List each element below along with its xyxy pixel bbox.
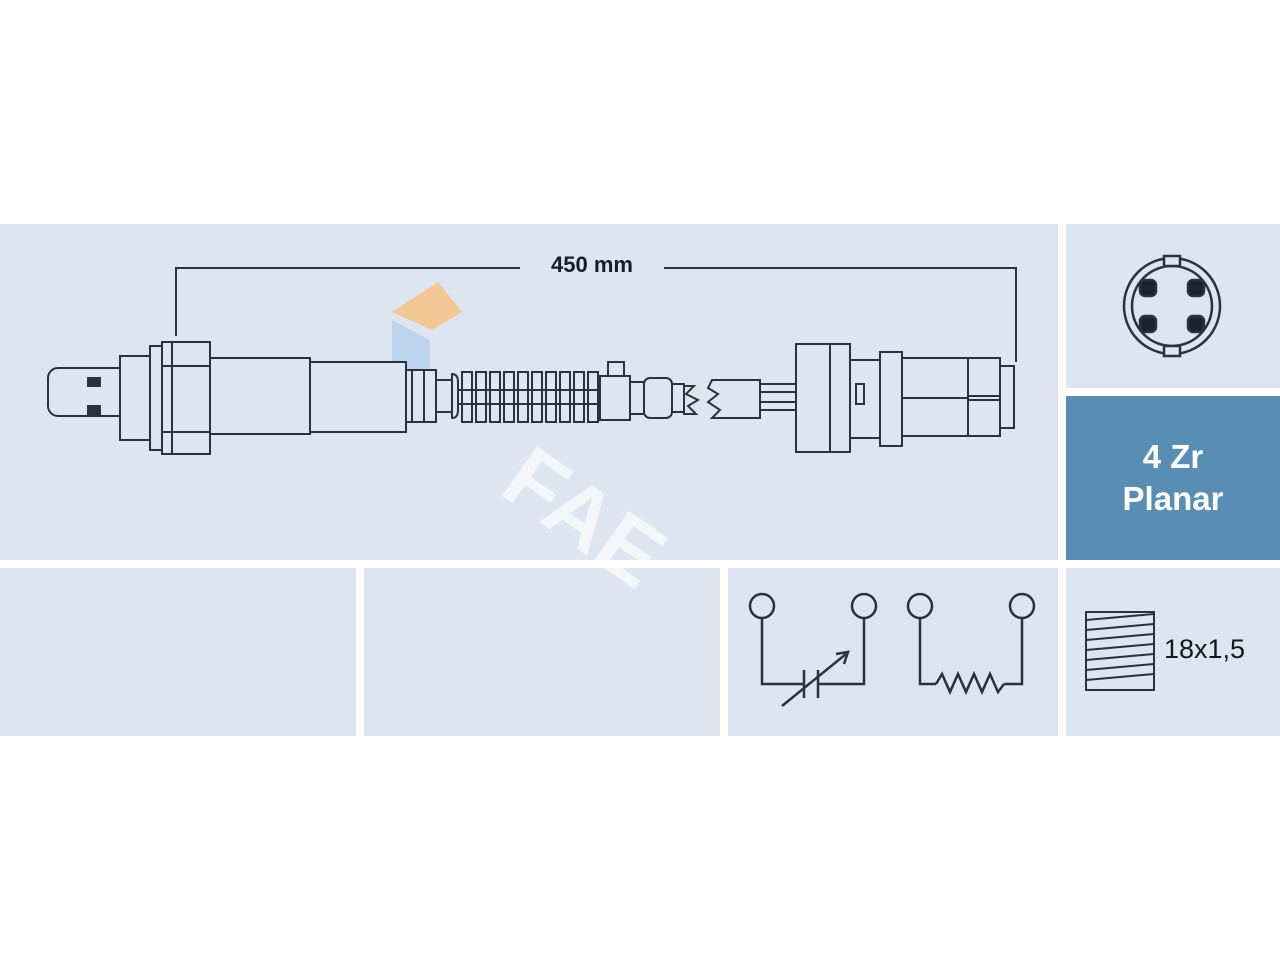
empty-panel-left [0,568,356,736]
sensor-drawing [47,341,1015,455]
length-dimension-label: 450 mm [551,252,633,277]
connector-4pin-icon [1122,254,1222,358]
dimension-line [175,267,1017,362]
thread-label: 18x1,5 [1164,634,1246,664]
sensor-type-line2: Planar [1122,480,1224,517]
thread-icon [1085,611,1155,691]
heater-resistor-icon [906,592,1036,696]
watermark-logo: FAE [392,282,683,607]
sensor-type-line1: 4 Zr [1142,438,1204,475]
variable-resistor-icon [748,592,878,707]
sensor-type-panel: 4 Zr Planar [1066,396,1280,560]
empty-panel-middle [364,568,720,736]
circuit-panel [728,568,1058,736]
watermark-text: FAE [486,427,683,606]
